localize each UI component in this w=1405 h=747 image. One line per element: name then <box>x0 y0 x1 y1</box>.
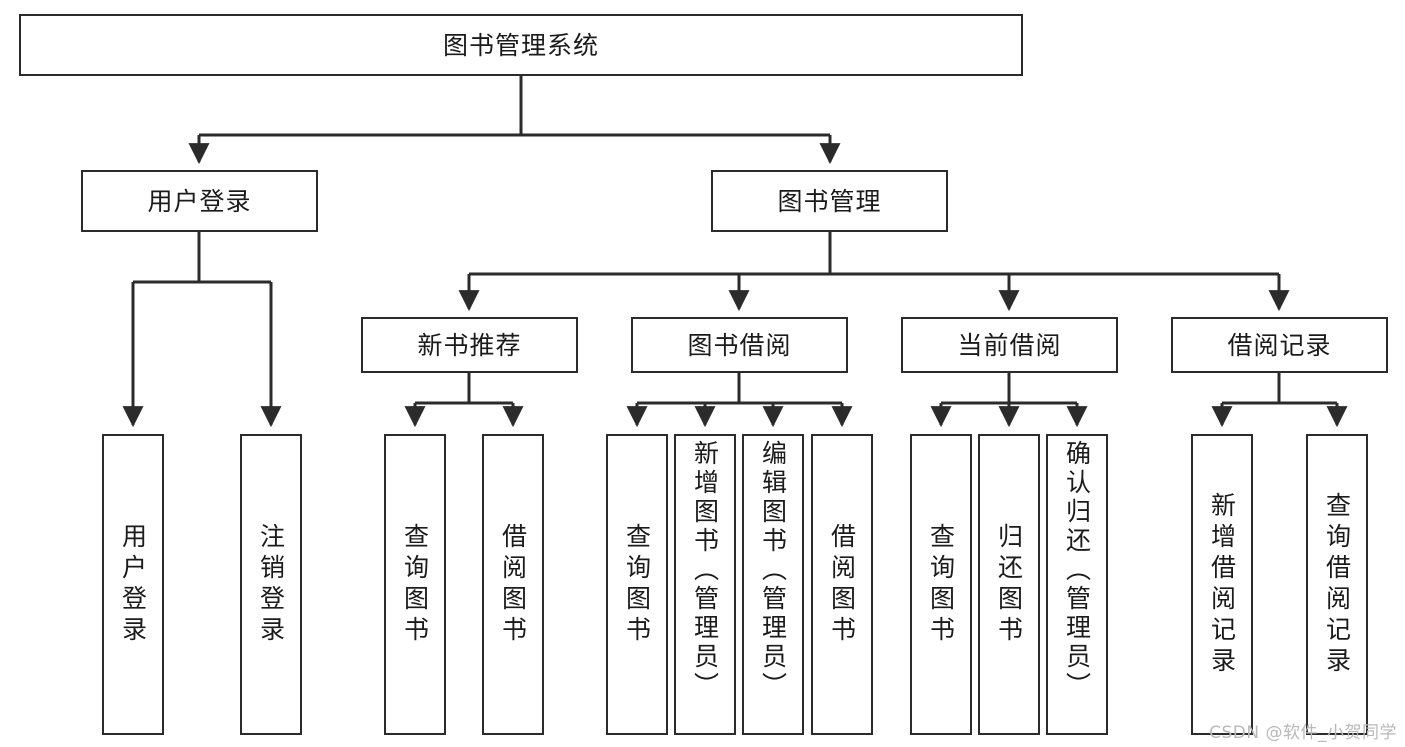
watermark-text: CSDN @软件_小贺同学 <box>1209 723 1397 743</box>
node-leaf-query-book-3[interactable]: 查询图书 <box>910 434 972 735</box>
node-root-system[interactable]: 图书管理系统 <box>19 14 1023 76</box>
node-book-borrow[interactable]: 图书借阅 <box>631 317 848 373</box>
node-leaf-query-book-2[interactable]: 查询图书 <box>606 434 668 735</box>
node-new-book-recommend[interactable]: 新书推荐 <box>361 317 578 373</box>
node-leaf-edit-book[interactable]: 编辑图书（管理员） <box>742 434 804 735</box>
node-label: 查询图书 <box>926 522 956 647</box>
node-leaf-user-login[interactable]: 用户登录 <box>102 434 164 735</box>
node-leaf-query-book-1[interactable]: 查询图书 <box>384 434 446 735</box>
node-label: 图书借阅 <box>687 330 792 360</box>
node-label: 确认归还（管理员） <box>1062 440 1092 701</box>
node-label: 新增图书（管理员） <box>690 440 720 701</box>
node-current-borrow[interactable]: 当前借阅 <box>901 317 1118 373</box>
node-label: 新书推荐 <box>417 330 522 360</box>
node-label: 借阅记录 <box>1227 330 1332 360</box>
node-leaf-add-book[interactable]: 新增图书（管理员） <box>674 434 736 735</box>
node-label: 新增借阅记录 <box>1207 491 1237 678</box>
node-leaf-borrow-book-1[interactable]: 借阅图书 <box>482 434 544 735</box>
node-label: 注销登录 <box>256 522 286 647</box>
node-label: 借阅图书 <box>827 522 857 647</box>
node-label: 查询图书 <box>622 522 652 647</box>
node-label: 借阅图书 <box>498 522 528 647</box>
node-label: 图书管理系统 <box>442 30 599 60</box>
node-leaf-query-record[interactable]: 查询借阅记录 <box>1306 434 1368 735</box>
node-label: 编辑图书（管理员） <box>758 440 788 701</box>
node-borrow-record[interactable]: 借阅记录 <box>1171 317 1388 373</box>
node-label: 查询图书 <box>400 522 430 647</box>
node-label: 图书管理 <box>777 186 882 216</box>
node-label: 归还图书 <box>994 522 1024 647</box>
node-label: 用户登录 <box>118 522 148 647</box>
node-leaf-return-book[interactable]: 归还图书 <box>978 434 1040 735</box>
node-leaf-user-logout[interactable]: 注销登录 <box>240 434 302 735</box>
node-user-login[interactable]: 用户登录 <box>81 170 318 232</box>
node-book-manage[interactable]: 图书管理 <box>711 170 948 232</box>
node-label: 查询借阅记录 <box>1322 491 1352 678</box>
node-leaf-borrow-book-2[interactable]: 借阅图书 <box>811 434 873 735</box>
node-leaf-add-record[interactable]: 新增借阅记录 <box>1191 434 1253 735</box>
node-leaf-confirm-return[interactable]: 确认归还（管理员） <box>1046 434 1108 735</box>
node-label: 用户登录 <box>147 186 252 216</box>
node-label: 当前借阅 <box>957 330 1062 360</box>
